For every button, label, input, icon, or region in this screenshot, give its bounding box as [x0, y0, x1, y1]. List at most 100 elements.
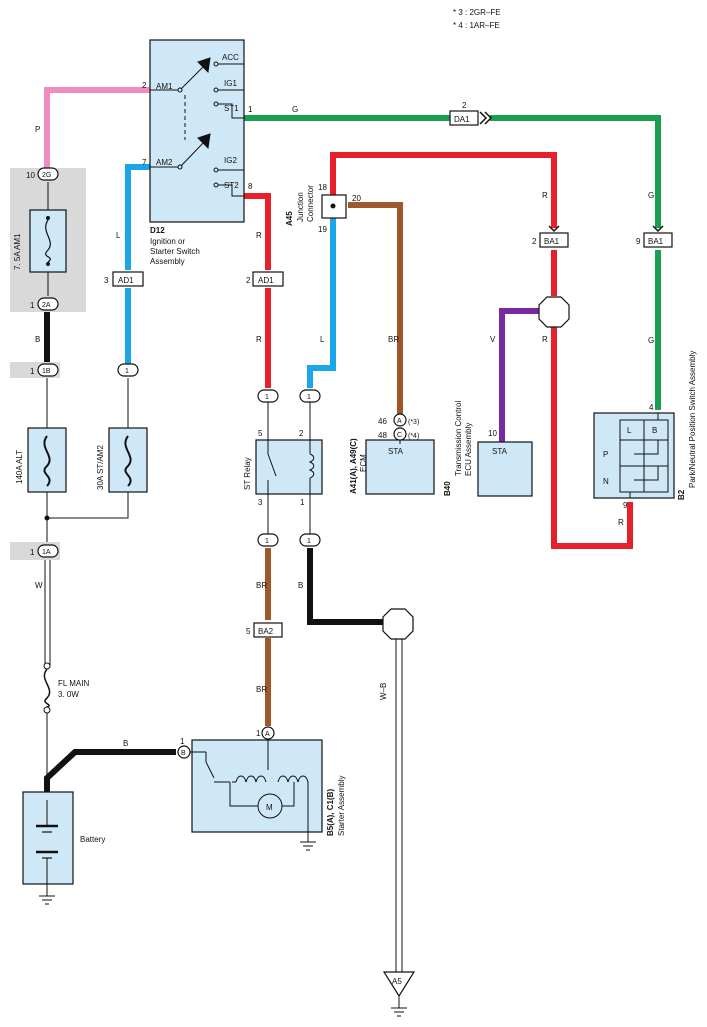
b40-name-2: ECU Assembly	[464, 423, 473, 476]
starter-name: Starter Assembly	[337, 776, 346, 836]
fl-main-dot-top	[43, 662, 51, 670]
a45-name-2: Connector	[306, 185, 315, 222]
ecm-connector-c-label: C	[397, 432, 402, 439]
d12-ignition-switch	[149, 39, 245, 223]
pin-a45-19: 19	[318, 225, 327, 234]
wire-label-l-1: L	[116, 231, 121, 240]
fl-main-icon	[43, 668, 51, 708]
ba1-r-chevron-icon	[548, 225, 560, 233]
pin-ad1-r: 2	[246, 276, 251, 285]
fuse-alt-icon	[43, 435, 51, 487]
connector-1b	[37, 363, 59, 377]
b2-cell-l: L	[627, 426, 632, 435]
wire-red-junction	[330, 152, 557, 228]
ground-a5-icon	[391, 996, 407, 1017]
wire-label-b-1: B	[298, 581, 303, 590]
ba1-g-chevron-icon	[652, 225, 664, 233]
battery-box	[22, 791, 74, 885]
pin-d12-am2: 7	[142, 158, 147, 167]
connector-da1-label: DA1	[454, 115, 470, 124]
wire-blue-junction-relay	[307, 218, 336, 388]
pin-starter-a1: 1	[256, 729, 261, 738]
connector-2g	[37, 167, 59, 181]
connector-1-st-label: 1	[125, 368, 129, 375]
starter-motor-icon	[257, 793, 283, 819]
battery-label: Battery	[80, 835, 105, 844]
d12-name-3: Assembly	[150, 257, 185, 266]
b40-box	[477, 441, 533, 497]
b40-code: B40	[443, 481, 452, 496]
connector-1-relay-c	[257, 533, 279, 547]
b40-name-1: Transmission Control	[454, 400, 463, 476]
wire-pink-am1	[44, 87, 150, 168]
connector-ba1-g	[643, 232, 673, 248]
wire-label-br-2: BR	[256, 581, 267, 590]
wire-black-battery-starter	[44, 749, 176, 792]
b2-cell-b: B	[652, 426, 657, 435]
connector-1a	[37, 544, 59, 558]
connector-2a	[37, 297, 59, 311]
pin-1b-1: 1	[30, 367, 35, 376]
pin-b2-4: 4	[649, 403, 654, 412]
b2-code: B2	[677, 489, 686, 500]
d12-terminal-acc: ACC	[222, 53, 239, 62]
ecm-connector-a-label: A	[397, 418, 402, 425]
d12-terminal-am2: AM2	[156, 158, 173, 167]
fuse-st-label: 30A ST/AM2	[96, 445, 105, 490]
fuse-am1-dot-bottom	[46, 262, 50, 266]
fuse-st-box	[108, 427, 148, 493]
b2-cell-p: P	[603, 450, 608, 459]
connector-ba1-r-label: BA1	[544, 237, 560, 246]
pin-da1: 2	[462, 101, 467, 110]
wire-label-r-3: R	[542, 191, 548, 200]
wire-label-br-1: BR	[388, 335, 399, 344]
pin-starter-b1: 1	[180, 737, 185, 746]
battery-ground-icon	[39, 895, 55, 905]
connector-1-relay-c-label: 1	[265, 538, 269, 545]
a45-name-1: Junction	[296, 192, 305, 222]
junction-dot	[44, 515, 50, 521]
wire-label-g-2: G	[648, 191, 654, 200]
fuse-alt-box	[27, 427, 67, 493]
st-relay-box	[255, 439, 323, 495]
d12-terminal-ig2: IG2	[224, 156, 237, 165]
note-3: * 3 : 2GR–FE	[453, 8, 501, 17]
starter-code: B5(A), C1(B)	[326, 789, 335, 836]
b2-name: Park/Neutral Position Switch Assembly	[688, 351, 697, 488]
wire-label-g-1: G	[292, 105, 298, 114]
starter-box	[191, 739, 323, 833]
connector-ba2	[253, 622, 283, 638]
wire-brown-ecm	[348, 202, 403, 414]
d12-switch-contacts	[150, 57, 244, 197]
d12-terminal-am1: AM1	[156, 82, 173, 91]
st-relay-contacts	[267, 440, 315, 494]
pin-ba1-g: 9	[636, 237, 641, 246]
ground-a5-label: A5	[392, 977, 402, 986]
starter-internals	[190, 739, 309, 842]
connector-ba1-r	[539, 232, 569, 248]
connector-ba1-g-label: BA1	[648, 237, 664, 246]
ecm-note-4: (*4)	[408, 433, 419, 440]
wire-label-p: P	[35, 125, 40, 134]
connector-1a-label: 1A	[42, 549, 51, 556]
connector-1-relay-d	[299, 533, 321, 547]
wire-label-br-3: BR	[256, 685, 267, 694]
wire-label-r-5: R	[618, 518, 624, 527]
wire-purple-b40	[499, 308, 540, 442]
d12-terminal-ig1: IG1	[224, 79, 237, 88]
st-relay-label: ST Relay	[243, 457, 252, 490]
pin-2g-10: 10	[26, 171, 35, 180]
connector-ad1-r-label: AD1	[258, 276, 274, 285]
pin-ecm-46: 46	[378, 417, 387, 426]
note-4: * 4 : 1AR–FE	[453, 21, 500, 30]
pin-relay-5: 5	[258, 429, 263, 438]
pin-ba2: 5	[246, 627, 251, 636]
wire-thin-alt-st-join	[46, 492, 129, 519]
a45-code: A45	[285, 211, 294, 226]
starter-motor-label: M	[266, 803, 273, 812]
fuse-alt-label: 140A ALT	[15, 450, 24, 484]
wire-label-r-4: R	[542, 335, 548, 344]
pin-relay-2: 2	[299, 429, 304, 438]
ecm-note-3: (*3)	[408, 419, 419, 426]
pin-b40-10: 10	[488, 429, 497, 438]
